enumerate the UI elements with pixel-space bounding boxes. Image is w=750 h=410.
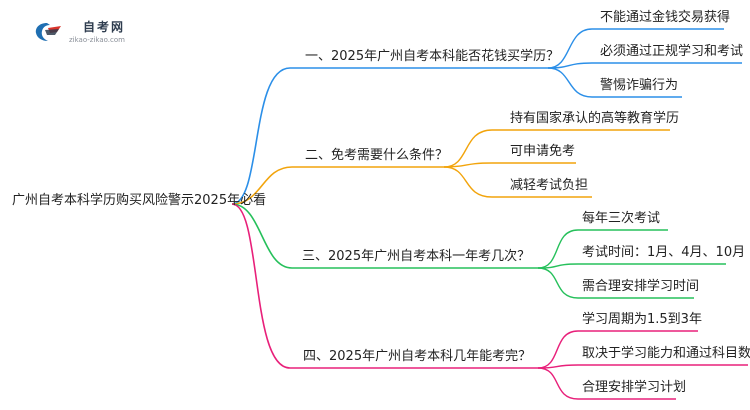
branch-1-connector: [231, 67, 548, 205]
leaf-4-2[interactable]: 取决于学习能力和通过科目数量: [582, 346, 750, 361]
leaf-1-3[interactable]: 警惕诈骗行为: [600, 78, 679, 93]
branch-2-topic[interactable]: 二、免考需要什么条件？: [305, 148, 449, 163]
leaf-1-2-connector: [547, 62, 742, 69]
leaf-2-3-connector: [443, 166, 592, 198]
branch-2-connector: [231, 166, 444, 205]
leaf-4-1-connector: [537, 330, 698, 369]
leaf-3-3[interactable]: 需合理安排学习时间: [582, 279, 700, 294]
leaf-2-2-connector: [443, 162, 576, 168]
branch-4-topic[interactable]: 四、2025年广州自考本科几年能考完？: [303, 349, 532, 364]
leaf-3-1-connector: [537, 229, 668, 269]
leaf-1-1-connector: [547, 28, 724, 69]
leaf-3-3-connector: [537, 267, 694, 299]
leaf-1-2[interactable]: 必须通过正规学习和考试: [600, 44, 744, 59]
leaf-1-1[interactable]: 不能通过金钱交易获得: [600, 10, 731, 25]
logo-subtitle: zikao-zikao.com: [69, 35, 125, 44]
logo-title: 自考网: [83, 19, 126, 34]
leaf-3-2-connector: [537, 263, 726, 269]
branch-1-topic[interactable]: 一、2025年广州自考本科能否花钱买学历？: [305, 49, 560, 64]
leaf-3-2[interactable]: 考试时间：1月、4月、10月: [582, 245, 746, 260]
leaf-2-1-connector: [443, 129, 670, 168]
leaf-4-2-connector: [537, 364, 748, 369]
leaf-2-2[interactable]: 可申请免考: [510, 144, 576, 159]
leaf-4-1[interactable]: 学习周期为1.5到3年: [582, 312, 702, 327]
leaf-4-3-connector: [537, 367, 676, 400]
site-logo[interactable]: 自考网 zikao-zikao.com: [33, 20, 125, 44]
branch-4-connector: [231, 203, 538, 369]
leaf-2-1[interactable]: 持有国家承认的高等教育学历: [510, 111, 680, 126]
leaf-2-3[interactable]: 减轻考试负担: [510, 178, 589, 193]
leaf-3-1[interactable]: 每年三次考试: [582, 211, 661, 226]
root-topic[interactable]: 广州自考本科学历购买风险警示2025年必看: [12, 193, 267, 208]
leaf-1-3-connector: [547, 67, 682, 98]
branch-3-topic[interactable]: 三、2025年广州自考本科一年考几次？: [302, 249, 531, 264]
leaf-4-3[interactable]: 合理安排学习计划: [582, 380, 687, 395]
graduation-cap-icon: [35, 23, 61, 41]
branch-3-connector: [231, 203, 538, 269]
